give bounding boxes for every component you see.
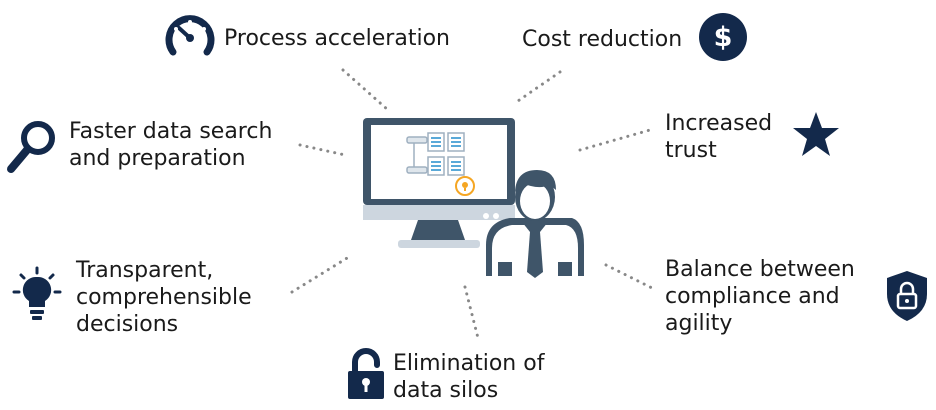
person-hand-left <box>498 262 512 276</box>
screen-bulb-glow <box>462 182 468 188</box>
monitor-base <box>398 240 480 248</box>
label-compliance-agility: Balance between compliance and agility <box>665 256 855 337</box>
monitor-illustration <box>363 118 515 248</box>
connector-compliance <box>604 263 658 292</box>
person-collar <box>522 222 548 232</box>
connector-search <box>298 143 347 157</box>
label-elimination-silos: Elimination of data silos <box>393 350 544 404</box>
label-line: Increased <box>665 111 773 136</box>
monitor-led-1 <box>483 213 489 219</box>
label-line: Process acceleration <box>224 26 450 51</box>
screen-node-bottom <box>406 166 428 174</box>
person-face <box>520 183 550 219</box>
label-faster-search: Faster data search and preparation <box>69 118 272 172</box>
label-line: and preparation <box>69 146 246 171</box>
screen-card-bars <box>431 137 461 171</box>
magnifier-icon <box>7 121 55 173</box>
connector-trust <box>578 128 652 152</box>
person-hand-right <box>558 262 572 276</box>
monitor-chin <box>363 205 515 220</box>
label-line: Balance between <box>665 257 855 282</box>
label-transparent-decisions: Transparent, comprehensible decisions <box>76 257 252 338</box>
label-cost-reduction: Cost reduction <box>522 26 682 53</box>
connector-cost <box>513 70 562 105</box>
label-line: trust <box>665 138 717 163</box>
svg-text:$: $ <box>714 22 733 53</box>
label-line: Transparent, <box>76 258 214 283</box>
person-illustration <box>486 170 584 278</box>
label-process-acceleration: Process acceleration <box>224 25 450 52</box>
connector-process <box>341 68 390 112</box>
label-line: Elimination of <box>393 351 545 376</box>
label-line: Cost reduction <box>522 27 683 52</box>
label-increased-trust: Increased trust <box>665 110 772 164</box>
screen-bulb-stem <box>464 188 466 191</box>
star-icon <box>793 112 839 156</box>
speedometer-icon <box>165 15 215 56</box>
label-line: comprehensible <box>76 285 252 310</box>
monitor-led-2 <box>493 213 499 219</box>
connector-decisions <box>290 253 354 294</box>
label-line: agility <box>665 311 733 336</box>
dollar-coin-icon: $ <box>699 13 747 61</box>
lightbulb-icon <box>12 266 62 320</box>
monitor-neck <box>411 220 465 240</box>
screen-node-top <box>406 136 428 144</box>
person-hair <box>515 170 556 192</box>
person-tie <box>527 232 543 278</box>
connector-lines <box>290 68 658 340</box>
label-line: compliance and <box>665 284 840 309</box>
label-line: data silos <box>393 378 499 403</box>
label-line: decisions <box>76 312 179 337</box>
padlock-icon <box>348 348 384 399</box>
label-line: Faster data search <box>69 119 273 144</box>
shield-lock-icon <box>887 271 927 321</box>
connector-silos <box>463 285 480 340</box>
